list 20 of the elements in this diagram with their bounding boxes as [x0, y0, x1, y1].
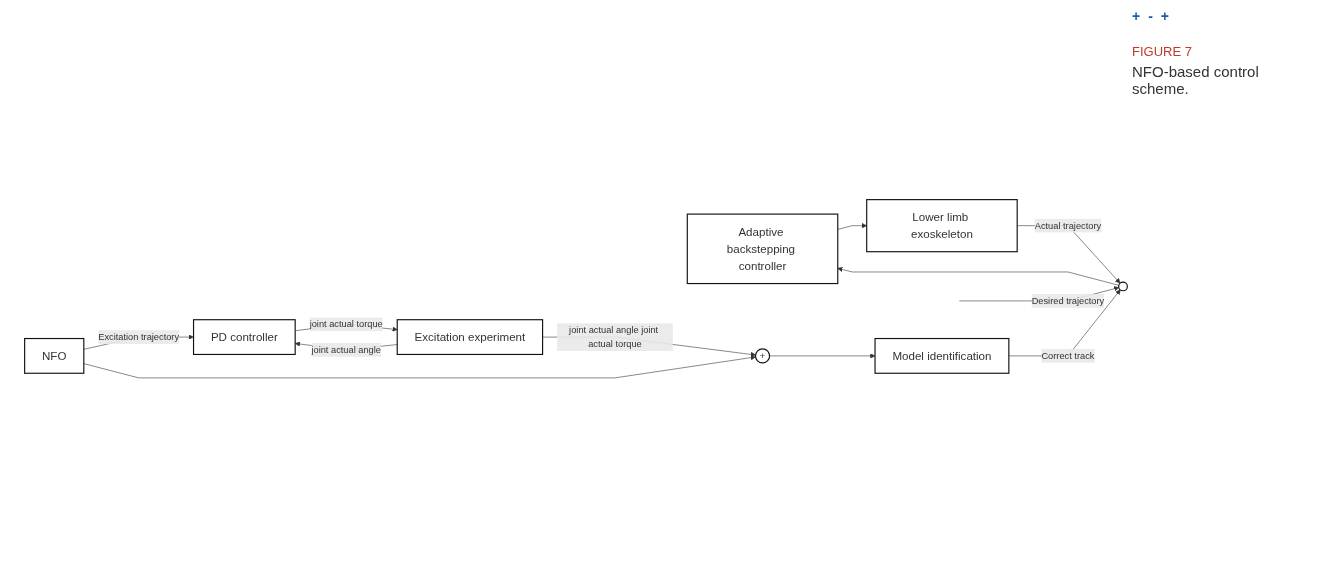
sign-label: FIGURE 7: [1132, 44, 1193, 59]
sign-label: -: [1148, 8, 1153, 24]
node-circle: [1118, 281, 1128, 292]
sign-label: +: [1132, 8, 1141, 24]
sign-label: +: [1160, 8, 1170, 24]
edge-label: joint actual torque: [309, 319, 383, 330]
figure-caption: NFO-based control scheme.: [1132, 63, 1260, 97]
node-box: NFO: [24, 338, 85, 375]
node-box: PD controller: [192, 319, 296, 356]
node-box: Excitation experiment: [396, 319, 544, 356]
edge-label: joint actual angle: [311, 344, 381, 355]
edge-label: Desired trajectory: [1031, 295, 1105, 306]
edge-label: Actual trajectory: [1034, 220, 1102, 231]
edge-label: Excitation trajectory: [98, 332, 180, 342]
node-box: Model identification: [874, 338, 1010, 375]
node-box: Adaptive backstepping controller: [686, 213, 839, 285]
node-circle: +: [754, 348, 771, 364]
edge-label: Correct track: [1041, 350, 1095, 361]
node-box: Lower limb exoskeleton: [866, 199, 1018, 253]
edge-label: joint actual angle joint actual torque: [569, 325, 659, 349]
